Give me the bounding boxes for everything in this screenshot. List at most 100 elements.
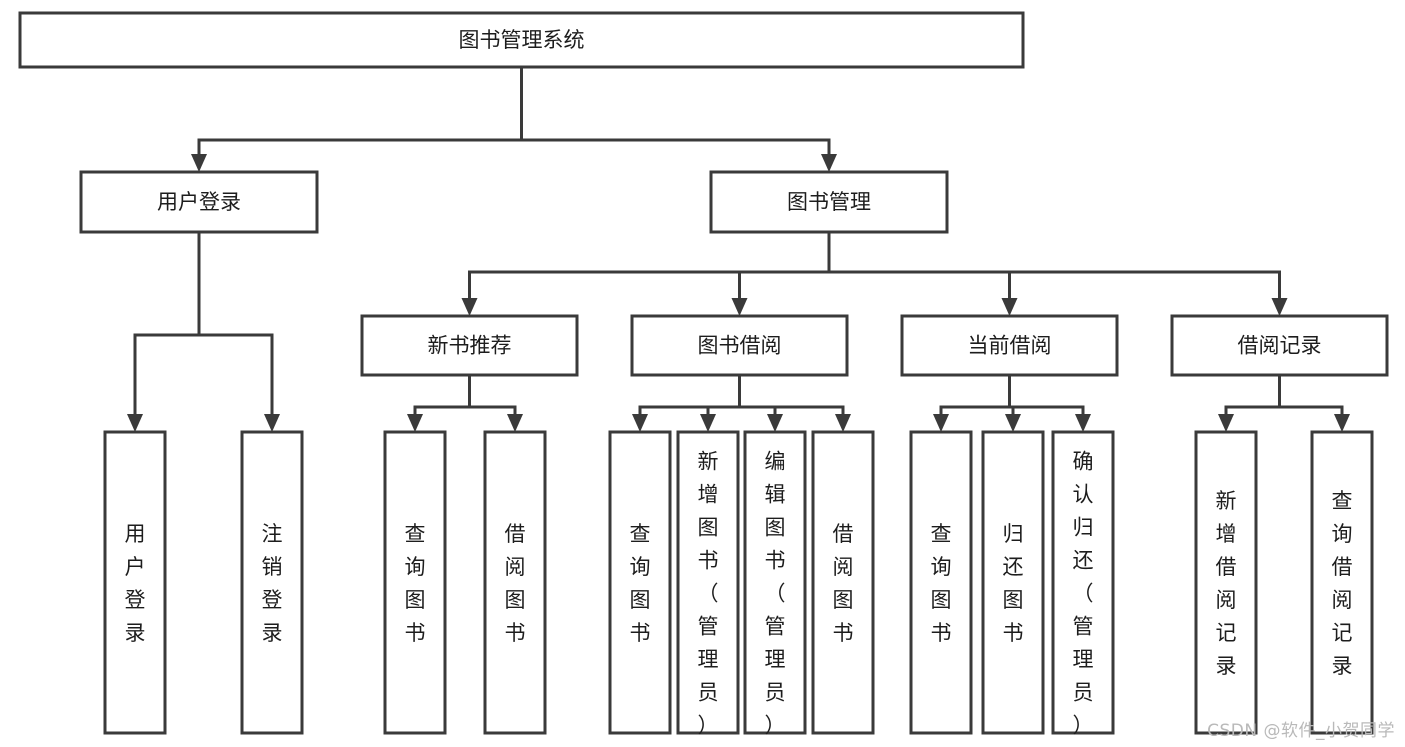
node-label-char: 归 xyxy=(1003,522,1024,546)
node-label-char: 借 xyxy=(505,522,526,546)
node-label-char: 管 xyxy=(698,615,719,639)
node-box[interactable] xyxy=(18,11,1025,69)
arrow-head-icon xyxy=(507,414,523,432)
arrow-head-icon xyxy=(1075,414,1091,432)
node-label: 借阅记录 xyxy=(1238,334,1322,358)
node-label-char: 注 xyxy=(262,522,283,546)
node-box[interactable] xyxy=(103,430,167,735)
node-box[interactable] xyxy=(676,430,740,735)
node-label-char: 询 xyxy=(931,555,952,579)
node-label-char: 书 xyxy=(405,621,426,645)
node-leaf-0[interactable]: 用户登录 xyxy=(103,430,167,735)
connectors-layer xyxy=(127,65,1350,432)
node-label-char: 书 xyxy=(698,549,719,573)
arrow-head-icon xyxy=(1001,298,1018,316)
node-box[interactable] xyxy=(981,430,1045,735)
node-label-char: 记 xyxy=(1216,621,1237,645)
node-label-char: （ xyxy=(698,582,719,606)
node-label-char: ） xyxy=(698,714,719,738)
node-label-char: 确 xyxy=(1073,450,1094,474)
node-box[interactable] xyxy=(811,430,875,735)
node-box[interactable] xyxy=(483,430,547,735)
node-box[interactable] xyxy=(743,430,807,735)
node-label-char: 图 xyxy=(765,516,786,540)
arrow-head-icon xyxy=(821,154,837,172)
node-box[interactable] xyxy=(1170,314,1389,377)
node-label-char: ） xyxy=(1073,714,1094,738)
node-label-char: 书 xyxy=(765,549,786,573)
arrow-head-icon xyxy=(1271,298,1288,316)
node-box[interactable] xyxy=(900,314,1119,377)
node-label-char: 图 xyxy=(833,588,854,612)
node-box[interactable] xyxy=(383,430,447,735)
node-box[interactable] xyxy=(630,314,849,377)
node-label-char: 借 xyxy=(1332,555,1353,579)
node-box[interactable] xyxy=(1310,430,1374,735)
node-box[interactable] xyxy=(79,170,319,234)
node-label-char: 户 xyxy=(125,555,146,579)
watermark-text: CSDN @软件_小贺同学 xyxy=(1207,721,1395,741)
node-label-char: 图 xyxy=(1003,588,1024,612)
node-label-char: 录 xyxy=(1216,654,1237,678)
node-level2-1[interactable]: 图书借阅 xyxy=(630,314,849,377)
node-label-char: 录 xyxy=(262,621,283,645)
node-label-char: 询 xyxy=(405,555,426,579)
node-level2-3[interactable]: 借阅记录 xyxy=(1170,314,1389,377)
node-label-char: 阅 xyxy=(1332,588,1353,612)
node-label: 新书推荐 xyxy=(428,334,512,358)
node-label-char: （ xyxy=(765,582,786,606)
arrow-head-icon xyxy=(1005,414,1021,432)
arrow-head-icon xyxy=(264,414,280,432)
node-label-char: 登 xyxy=(125,588,146,612)
node-box[interactable] xyxy=(608,430,672,735)
node-label-char: 书 xyxy=(505,621,526,645)
node-level1-1[interactable]: 图书管理 xyxy=(709,170,949,234)
node-label-char: 查 xyxy=(630,522,651,546)
node-label-char: 询 xyxy=(630,555,651,579)
node-level2-0[interactable]: 新书推荐 xyxy=(360,314,579,377)
node-label-char: 管 xyxy=(765,615,786,639)
node-label-char: 编 xyxy=(765,450,786,474)
node-label-char: 阅 xyxy=(505,555,526,579)
node-label-char: 书 xyxy=(630,621,651,645)
node-label-char: 增 xyxy=(1216,522,1237,546)
arrow-head-icon xyxy=(191,154,207,172)
node-label-char: （ xyxy=(1073,582,1094,606)
node-box[interactable] xyxy=(709,170,949,234)
node-root-0[interactable]: 图书管理系统 xyxy=(18,11,1025,69)
node-label-char: 图 xyxy=(630,588,651,612)
node-label-char: ） xyxy=(765,714,786,738)
node-label-char: 图 xyxy=(505,588,526,612)
node-level2-2[interactable]: 当前借阅 xyxy=(900,314,1119,377)
node-label-char: 图 xyxy=(931,588,952,612)
node-label-char: 辑 xyxy=(765,483,786,507)
node-box[interactable] xyxy=(1051,430,1115,735)
arrow-head-icon xyxy=(127,414,143,432)
node-label: 图书借阅 xyxy=(698,334,782,358)
node-box[interactable] xyxy=(360,314,579,377)
node-box[interactable] xyxy=(909,430,973,735)
node-label-char: 员 xyxy=(1073,681,1094,705)
node-label-char: 图 xyxy=(698,516,719,540)
node-label: 图书管理系统 xyxy=(459,28,585,52)
node-box[interactable] xyxy=(240,430,304,735)
node-label-char: 管 xyxy=(1073,615,1094,639)
node-box[interactable] xyxy=(1194,430,1258,735)
node-label-char: 图 xyxy=(405,588,426,612)
node-label-char: 用 xyxy=(125,522,146,546)
node-label-char: 借 xyxy=(833,522,854,546)
node-level1-0[interactable]: 用户登录 xyxy=(79,170,319,234)
